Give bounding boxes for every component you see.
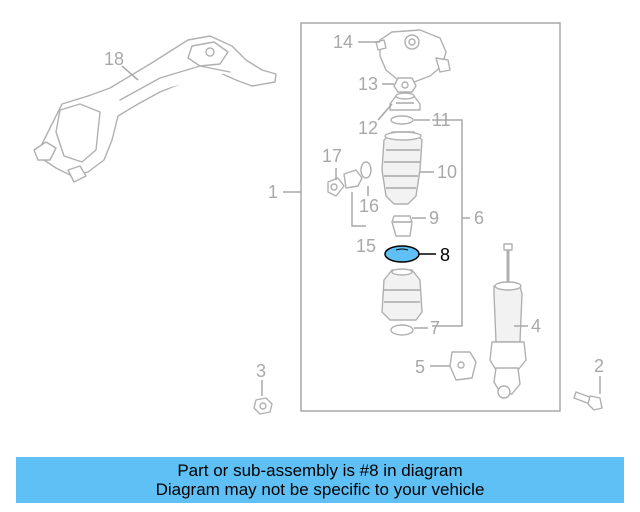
part-16-fitting[interactable] [343,161,372,189]
part-8-seal-ring[interactable] [384,245,420,263]
label-7: 7 [430,318,440,338]
label-15: 15 [356,236,376,256]
part-5-bracket[interactable] [449,351,477,381]
label-14: 14 [333,32,353,52]
leader-18 [121,65,139,81]
label-3: 3 [256,361,266,381]
part-caption-banner: Part or sub-assembly is #8 in diagram Di… [16,457,624,503]
caption-line-2: Diagram may not be specific to your vehi… [155,480,485,499]
leader-12 [377,103,393,121]
label-18: 18 [104,49,124,69]
part-2-bolt[interactable] [573,391,603,411]
label-6: 6 [474,208,484,228]
parts-diagram: 18 14 13 12 11 10 17 [33,22,604,415]
part-7-lower-ring[interactable] [390,324,414,336]
label-5: 5 [415,357,425,377]
part-18-subframe[interactable] [33,35,277,183]
part-4-shock-absorber[interactable] [489,243,527,399]
leader-6-bracket [432,119,470,327]
part-11-ring[interactable] [390,115,414,125]
label-1: 1 [268,182,278,202]
part-10-air-spring[interactable] [381,131,423,205]
part-3-nut[interactable] [253,397,273,415]
part-dust-boot[interactable] [381,268,423,321]
leader-15-16-bracket [351,186,369,227]
label-9: 9 [429,208,439,228]
part-17-valve[interactable] [327,177,345,197]
label-13: 13 [358,74,378,94]
label-16: 16 [359,196,379,216]
label-2: 2 [594,356,604,376]
part-13-nut[interactable] [393,77,417,93]
label-8: 8 [440,245,450,265]
label-4: 4 [531,316,541,336]
label-10: 10 [437,162,457,182]
part-12-mount-bearing[interactable] [389,92,421,111]
caption-line-1: Part or sub-assembly is #8 in diagram [177,461,463,480]
assembly-frame [300,22,561,412]
label-17: 17 [322,146,342,166]
part-9-bump-stop[interactable] [391,215,413,237]
label-12: 12 [358,118,378,138]
part-14-upper-mount[interactable] [375,29,451,83]
